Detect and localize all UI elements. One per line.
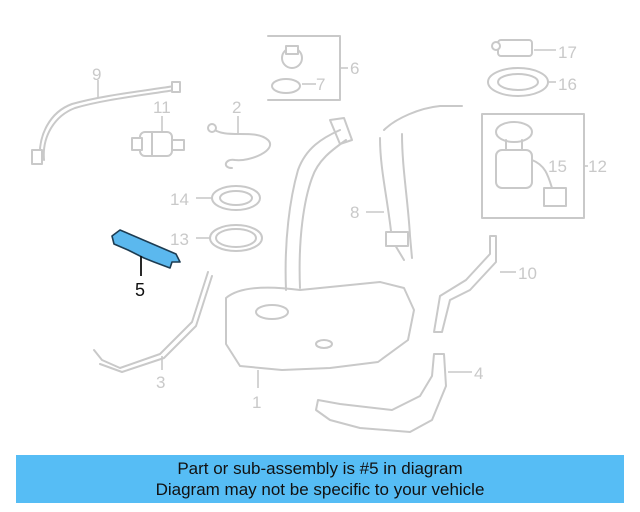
part-2-sensor-wire	[207, 116, 272, 169]
part-11-fuel-filter	[131, 116, 185, 157]
part-3-tank-strap	[93, 271, 213, 373]
part-6-7-seal-group	[267, 35, 348, 101]
part-17-connector	[491, 39, 556, 57]
banner-line-2: Diagram may not be specific to your vehi…	[155, 480, 485, 499]
callout-10: 10	[518, 264, 537, 283]
part-10-bracket	[433, 235, 516, 333]
part-14-sender-ring	[196, 185, 261, 211]
part-1-fuel-tank	[225, 117, 415, 388]
callout-2: 2	[232, 98, 241, 117]
part-9-vent-hose	[31, 80, 181, 165]
callout-1: 1	[252, 393, 261, 412]
part-13-seal	[196, 224, 263, 252]
callout-3: 3	[156, 373, 165, 392]
callout-6: 6	[350, 59, 359, 78]
part-16-lock-ring	[487, 67, 556, 97]
callout-12: 12	[588, 157, 607, 176]
callout-8: 8	[350, 203, 359, 222]
banner-line-1: Part or sub-assembly is #5 in diagram	[177, 459, 463, 478]
callout-4: 4	[474, 364, 483, 383]
callout-13: 13	[170, 230, 189, 249]
callout-15: 15	[548, 157, 567, 176]
callout-9: 9	[92, 65, 101, 84]
callout-7: 7	[316, 75, 325, 94]
info-banner: Part or sub-assembly is #5 in diagram Di…	[16, 455, 624, 503]
callout-14: 14	[170, 190, 189, 209]
part-12-15-pump-module	[481, 113, 588, 219]
callout-16: 16	[558, 75, 577, 94]
part-5-highlighted-bracket	[111, 229, 181, 276]
part-8-filler-neck	[366, 105, 463, 261]
part-4-heat-shield	[315, 353, 472, 433]
callout-17: 17	[558, 43, 577, 62]
callout-11: 11	[153, 98, 171, 117]
callout-5: 5	[135, 280, 145, 300]
